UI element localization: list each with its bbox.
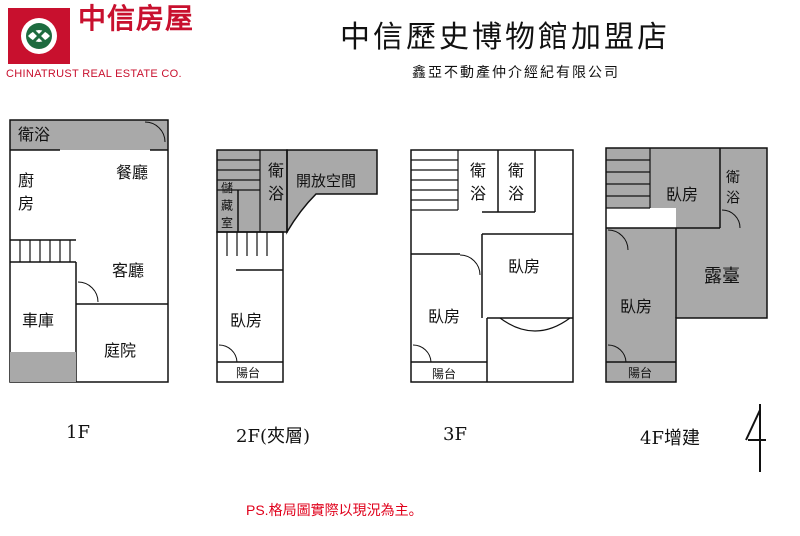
company-logo [8,8,70,64]
brand-name-en: CHINATRUST REAL ESTATE CO. [6,68,182,80]
floor-plan-4f [605,147,768,383]
room-label: 庭院 [104,341,136,360]
room-label: 臥房 [620,297,652,316]
room-label: 衛浴 [268,161,284,203]
floor-plan-1f [9,119,169,383]
room-label: 臥房 [508,257,540,276]
room-label: 衛浴 [470,161,486,203]
room-label: 餐廳 [116,163,148,182]
floor-label-2f: 2F(夾層) [236,426,310,447]
room-label: 儲藏室 [221,181,233,230]
floor-label-3f: 3F [443,424,467,445]
room-label: 開放空間 [296,172,356,190]
room-label: 臥房 [230,311,262,330]
room-label: 客廳 [112,261,144,280]
north-arrow-icon [745,404,766,472]
room-label: 衛浴 [508,161,524,203]
floor-label-1f: 1F [66,422,90,443]
room-label: 廚房 [18,171,34,213]
room-label: 露臺 [704,266,740,287]
floor-plan-2f [216,149,378,383]
brand-name-zh: 中信房屋 [78,2,195,35]
room-label: 衛浴 [18,125,50,144]
room-label: 臥房 [428,307,460,326]
room-label: 陽台 [432,366,456,381]
layout-disclaimer: PS.格局圖實際以現況為主。 [246,502,423,518]
floor-label-4f: 4F增建 [640,428,700,449]
room-label: 陽台 [628,365,652,380]
room-label: 陽台 [236,365,260,380]
logo-globe-icon [8,8,70,64]
floor-plan-3f [410,149,574,383]
room-label: 衛浴 [726,170,740,206]
company-name: 鑫亞不動產仲介經紀有限公司 [412,65,620,81]
room-label: 車庫 [22,311,54,330]
store-title: 中信歷史博物館加盟店 [340,20,670,55]
room-label: 臥房 [666,185,698,204]
